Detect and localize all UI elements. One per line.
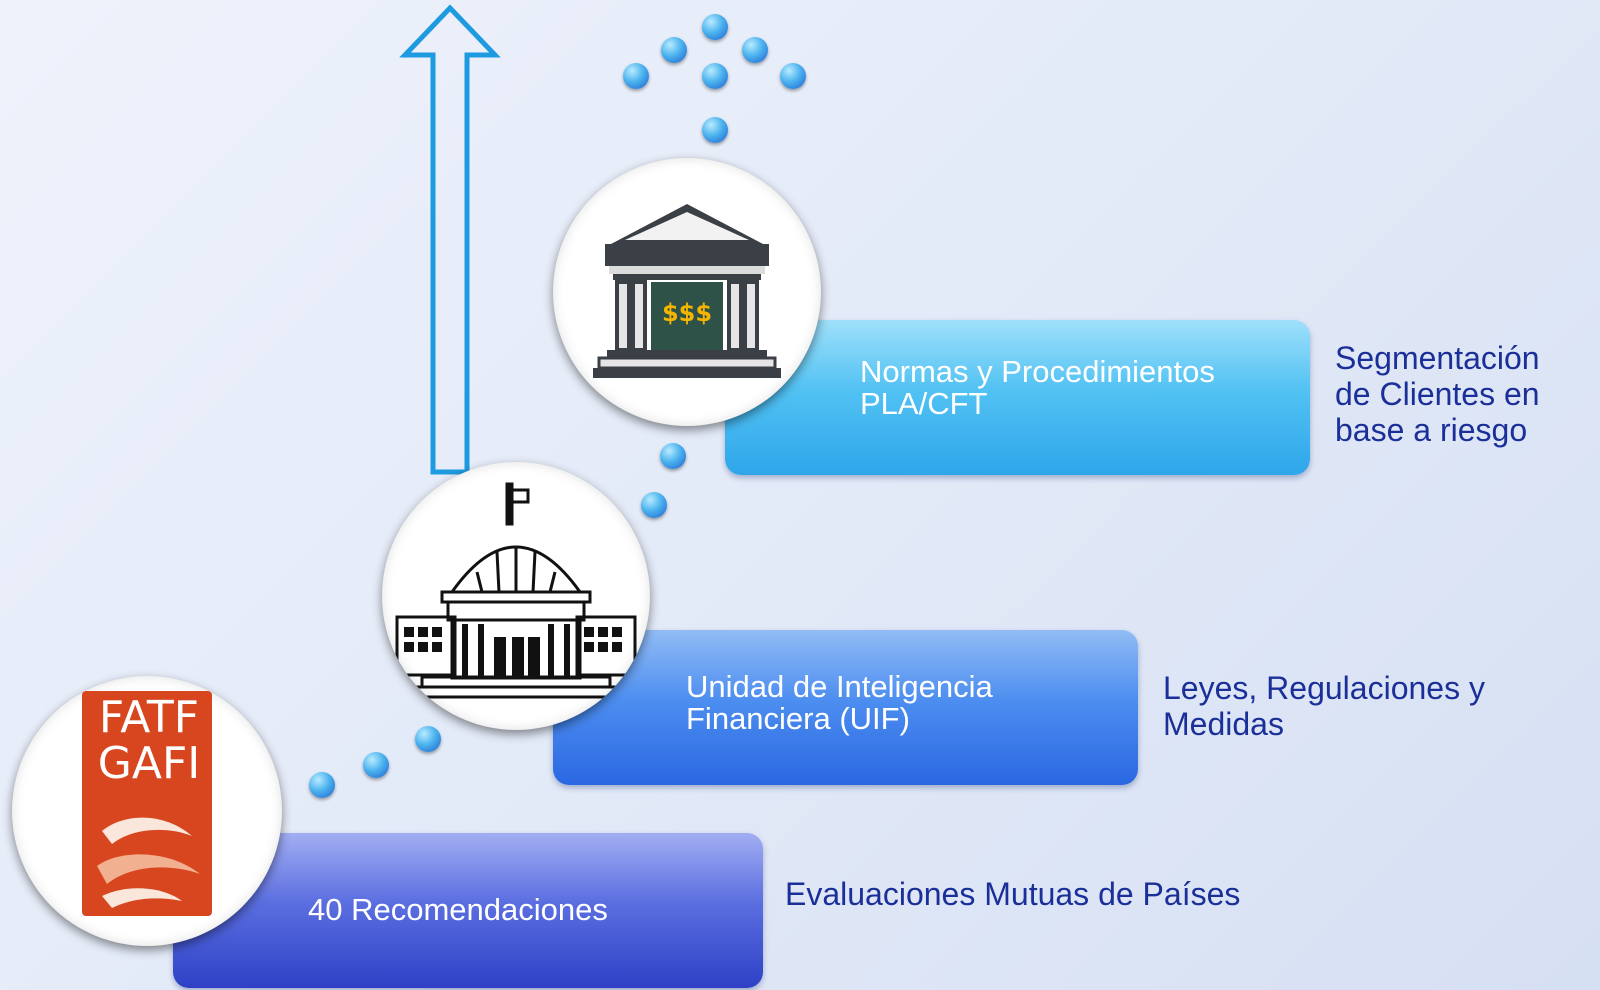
side-text-segmentation: Segmentación de Clientes en base a riesg… (1335, 340, 1540, 448)
bank-icon: BANK $$$ (553, 158, 821, 426)
government-building-icon (382, 462, 650, 730)
side-text-evaluations: Evaluaciones Mutuas de Países (785, 876, 1241, 912)
step-bar-norms: Normas y Procedimientos PLA/CFT (725, 320, 1310, 475)
bank-label: BANK (647, 238, 727, 267)
step-bar-recommendations: 40 Recomendaciones (173, 833, 763, 988)
step-bar-uif: Unidad de Inteligencia Financiera (UIF) (553, 630, 1138, 785)
step-label-norms: Normas y Procedimientos PLA/CFT (860, 353, 1215, 421)
gafi-text: GAFI (97, 738, 201, 789)
bank-money-label: $$$ (661, 299, 713, 327)
step-label-recommendations: 40 Recomendaciones (308, 891, 608, 927)
side-text-laws: Leyes, Regulaciones y Medidas (1163, 670, 1485, 742)
up-arrow-icon (399, 4, 501, 475)
fatf-gafi-logo: FATF GAFI (12, 676, 282, 946)
fatf-text: FATF (98, 692, 200, 743)
step-label-uif: Unidad de Inteligencia Financiera (UIF) (686, 668, 993, 736)
